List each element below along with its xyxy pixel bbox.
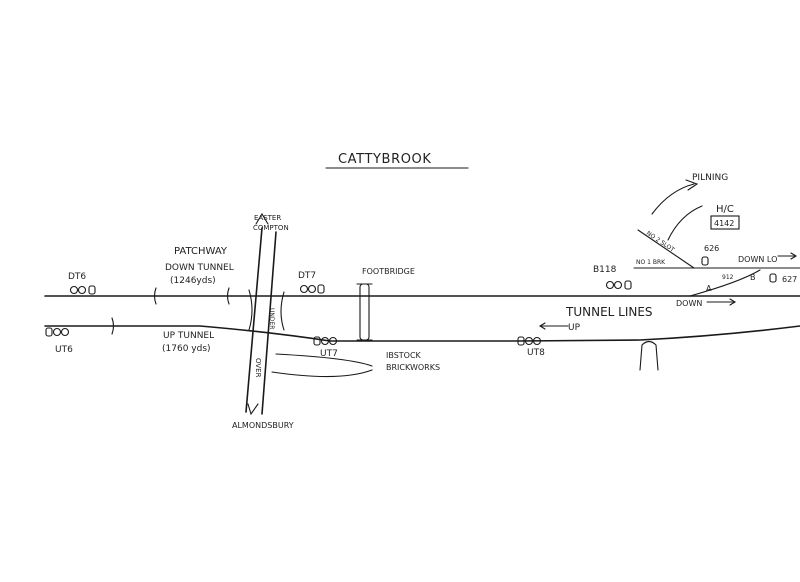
hc-box [710, 215, 740, 230]
signal-626 [701, 256, 709, 266]
signal-ut8 [517, 336, 542, 346]
signal-627 [769, 273, 777, 283]
pilning-arc-outer [651, 183, 695, 215]
brickworks-siding-lower [271, 369, 373, 378]
footbridge [359, 283, 370, 341]
label-tunnel-lines: TUNNEL LINES [565, 305, 653, 319]
label-no1-brk: NO 1 BRK [636, 259, 666, 266]
label-down: DOWN [676, 299, 702, 308]
label-down-tunnel: DOWN TUNNEL [165, 263, 234, 273]
label-b118: B118 [593, 265, 617, 275]
signal-ut6 [45, 327, 70, 337]
signal-dt7 [299, 284, 325, 294]
label-over: OVER [254, 358, 262, 378]
label-ut7: UT7 [320, 349, 338, 359]
road-left-edge [245, 227, 263, 413]
slot-spur [637, 229, 695, 269]
down-tunnel-east-portal [226, 287, 230, 305]
label-ibstock: IBSTOCK [386, 351, 422, 360]
label-pilning: PILNING [692, 173, 728, 183]
label-almondsbury: ALMONDSBURY [232, 421, 294, 430]
road-right-edge [261, 231, 277, 415]
road-arrow-north [255, 212, 269, 225]
up-main-line [44, 325, 800, 342]
label-patchway: PATCHWAY [174, 246, 228, 257]
down-tunnel-west-portal [153, 287, 157, 305]
bridge-parapet-right [280, 291, 285, 331]
up-direction-arrow [538, 322, 569, 330]
pilning-arc-inner [667, 205, 703, 241]
signal-ut7 [313, 336, 338, 346]
label-dt6: DT6 [68, 272, 86, 282]
underpass-left [639, 340, 659, 371]
signal-dt6 [69, 285, 96, 295]
label-626: 626 [704, 244, 719, 253]
crossover-curve [689, 269, 761, 297]
label-b: B [750, 273, 756, 282]
label-brickworks: BRICKWORKS [386, 363, 440, 372]
pilning-arrow-head [685, 179, 699, 191]
signal-b118 [605, 280, 632, 290]
label-dt7: DT7 [298, 271, 316, 281]
label-down-tunnel-length: (1246yds) [170, 276, 216, 286]
up-tunnel-west-portal [111, 317, 115, 335]
brickworks-siding-upper [275, 353, 373, 367]
bridge-parapet-left [248, 289, 253, 331]
down-loop-arrow [777, 252, 798, 260]
down-direction-arrow [706, 298, 737, 306]
road-arrow-south [247, 403, 259, 416]
label-a: A [706, 284, 712, 293]
label-627: 627 [782, 275, 797, 284]
label-easter: EASTER [254, 214, 281, 222]
label-down-loop: DOWN LO [738, 255, 777, 264]
label-up-tunnel: UP TUNNEL [163, 331, 214, 341]
label-under: UNDER [268, 308, 275, 329]
label-hc-number: 4142 [714, 219, 734, 228]
label-ut6: UT6 [55, 345, 73, 355]
label-ut8: UT8 [527, 348, 545, 358]
label-footbridge: FOOTBRIDGE [362, 267, 415, 276]
diagram-title: CATTYBROOK [338, 152, 432, 167]
label-up-tunnel-length: (1760 yds) [162, 344, 211, 354]
label-hc: H/C [716, 204, 734, 215]
label-912: 912 [722, 274, 734, 281]
label-compton: COMPTON [253, 224, 289, 232]
label-up: UP [568, 323, 581, 333]
